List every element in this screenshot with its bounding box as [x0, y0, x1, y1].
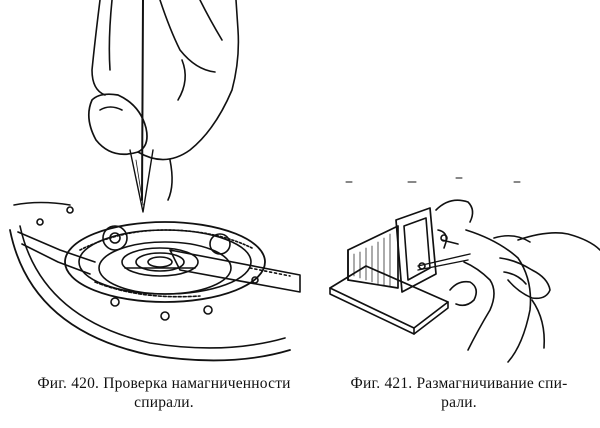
- caption-line: Фиг. 421. Размагничивание спи-: [350, 375, 568, 392]
- caption-line: спирали.: [134, 394, 194, 411]
- figure-421-illustration: [318, 170, 600, 370]
- figure-421-caption: Фиг. 421. Размагничивание спи- рали.: [318, 374, 600, 412]
- caption-line: рали.: [441, 394, 477, 411]
- caption-line: Фиг. 420. Проверка намагниченности: [37, 375, 291, 392]
- figure-420-illustration: [0, 0, 310, 372]
- figure-420-caption: Фиг. 420. Проверка намагниченности спира…: [14, 374, 314, 412]
